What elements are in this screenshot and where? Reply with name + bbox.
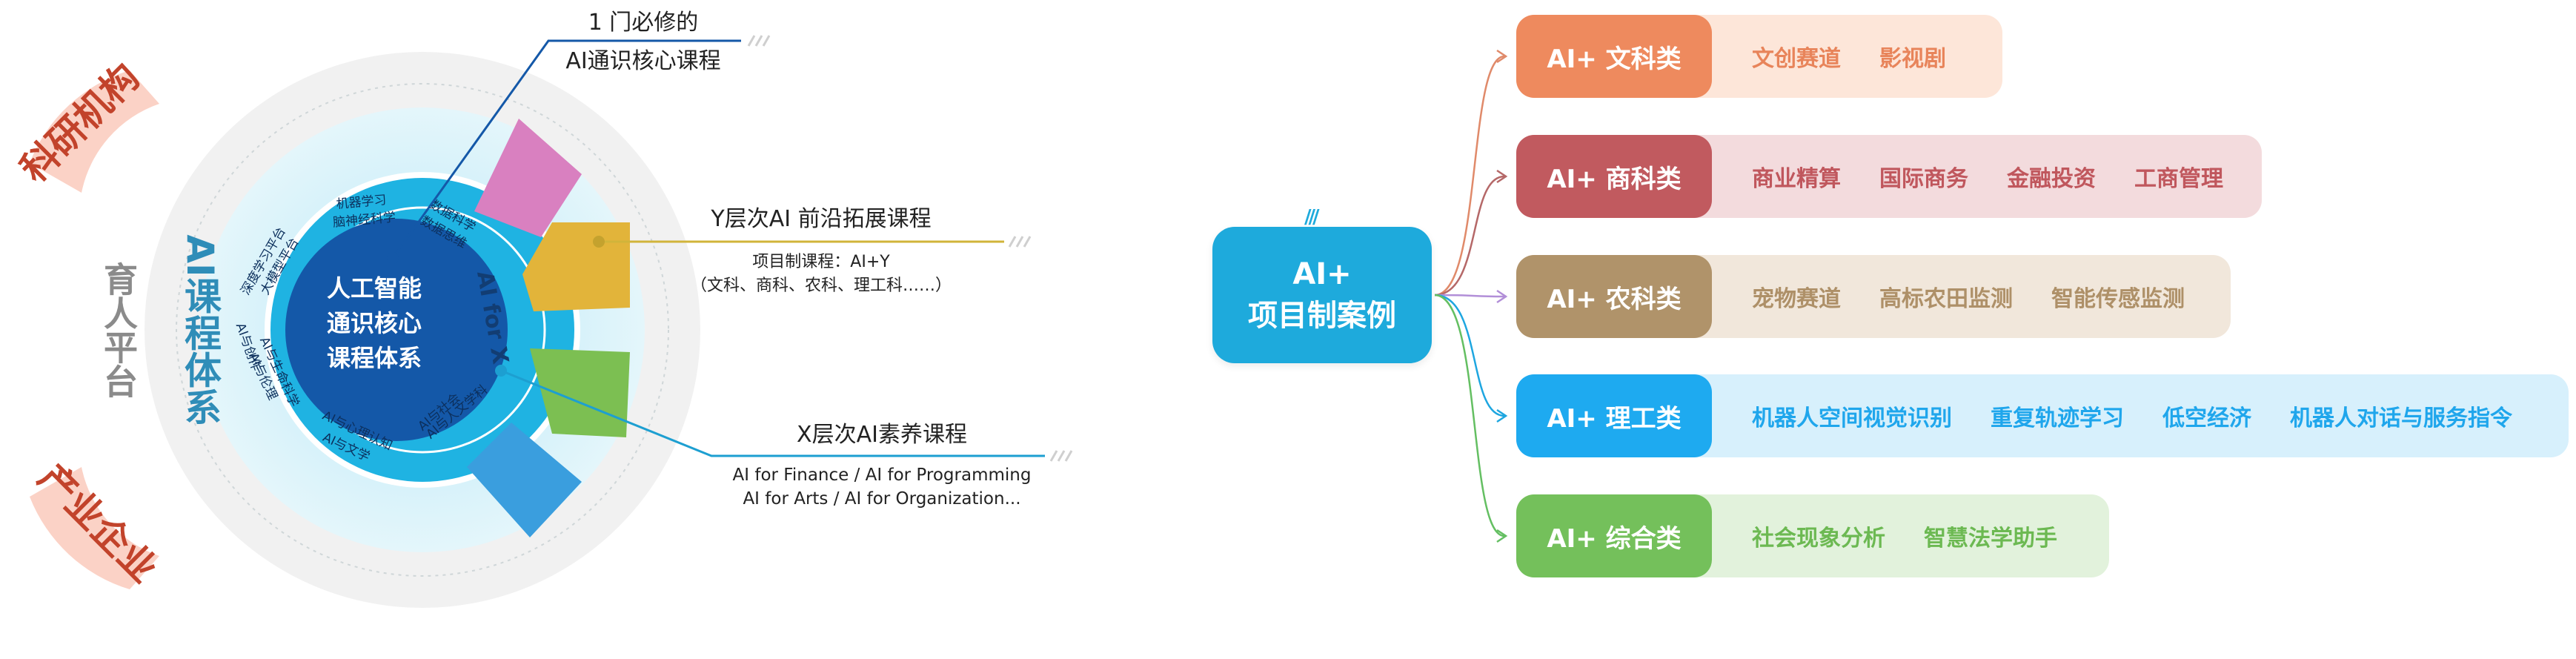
x-annotation-sub1: AI for Finance / AI for Programming <box>733 466 1032 485</box>
category-items-sci: 机器人空间视觉识别 重复轨迹学习 低空经济 机器人对话与服务指令 <box>1752 374 2512 457</box>
category-items-arts: 文创赛道 影视剧 <box>1752 15 1946 98</box>
item-business-2: 国际商务 <box>1879 166 1968 192</box>
connector-general <box>1434 294 1505 537</box>
item-arts-2: 影视剧 <box>1879 46 1946 72</box>
core-line-3: 课程体系 <box>327 344 422 372</box>
item-sci-2: 重复轨迹学习 <box>1991 405 2124 431</box>
item-agri-3: 智能传感监测 <box>2051 286 2185 312</box>
category-items-business: 商业精算 国际商务 金融投资 工商管理 <box>1752 135 2223 218</box>
y-annotation-sub1: 项目制课程：AI+Y <box>752 253 890 271</box>
core-line-1: 人工智能 <box>327 274 422 302</box>
leader-x-dot <box>495 365 507 377</box>
system-label: AI课程体系 <box>179 234 222 425</box>
x-annotation-title: X层次AI素养课程 <box>797 422 967 448</box>
tree-connectors <box>1434 49 1508 543</box>
item-agri-1: 宠物赛道 <box>1752 286 1841 312</box>
category-label-agri: AI+ 农科类 <box>1516 255 1712 338</box>
leader-lines <box>387 39 1045 457</box>
item-sci-4: 机器人对话与服务指令 <box>2290 405 2512 431</box>
item-sci-3: 低空经济 <box>2162 405 2251 431</box>
item-business-3: 金融投资 <box>2007 166 2096 192</box>
item-sci-1: 机器人空间视觉识别 <box>1752 405 1952 431</box>
item-business-1: 商业精算 <box>1752 166 1841 192</box>
connector-agri <box>1434 294 1505 298</box>
leader-x <box>500 369 1045 457</box>
category-items-general: 社会现象分析 智慧法学助手 <box>1752 494 2057 577</box>
core-circle <box>285 219 508 441</box>
x-annotation-sub2: AI for Arts / AI for Organization... <box>743 489 1020 509</box>
category-label-business: AI+ 商科类 <box>1516 135 1712 218</box>
item-arts-1: 文创赛道 <box>1752 46 1841 72</box>
ai-course-system-diagram: 科研机构 产业企业 育人平台 AI课程体系 人工智能 通识核心 课程体系 AI … <box>13 10 1073 608</box>
category-label-arts: AI+ 文科类 <box>1516 15 1712 98</box>
y-annotation-sub2: （文科、商科、农科、理工科……） <box>691 276 952 295</box>
petal-green <box>530 348 630 437</box>
category-items-agri: 宠物赛道 高标农田监测 智能传感监测 <box>1752 255 2185 338</box>
pill-research: 科研机构 <box>13 56 159 193</box>
item-agri-2: 高标农田监测 <box>1879 286 2013 312</box>
petal-blue <box>467 423 582 537</box>
root-node: AI+ 项目制案例 <box>1212 227 1432 363</box>
connector-business <box>1434 175 1505 297</box>
deco-slashes <box>747 35 1073 462</box>
category-label-sci: AI+ 理工类 <box>1516 374 1712 457</box>
leader-core <box>391 39 741 259</box>
item-general-1: 社会现象分析 <box>1752 526 1885 552</box>
petal-magenta <box>474 119 582 237</box>
leader-core-dot <box>387 252 399 264</box>
root-line-1: AI+ <box>1292 257 1352 291</box>
category-label-general: AI+ 综合类 <box>1516 494 1712 577</box>
item-business-4: 工商管理 <box>2134 166 2223 192</box>
platform-label: 育人平台 <box>99 262 139 398</box>
ai-project-cases-tree: /// AI+ 项目制案例 AI+ 文科类 文创赛道 影视剧 AI+ 商科类 商… <box>1186 0 2576 659</box>
root-line-2: 项目制案例 <box>1248 299 1396 333</box>
core-annotation-2: AI通识核心课程 <box>565 48 720 74</box>
outer-dashed-ring <box>176 83 669 577</box>
core-line-2: 通识核心 <box>327 309 422 337</box>
y-annotation-title: Y层次AI 前沿拓展课程 <box>710 206 931 232</box>
root-deco-slashes: /// <box>1304 206 1319 228</box>
item-general-2: 智慧法学助手 <box>1924 526 2057 552</box>
leader-y-dot <box>593 236 605 248</box>
connector-arts <box>1434 55 1505 297</box>
core-annotation-1: 1 门必修的 <box>588 10 699 36</box>
pill-industry: 产业企业 <box>30 456 165 591</box>
connector-sci <box>1434 294 1505 417</box>
